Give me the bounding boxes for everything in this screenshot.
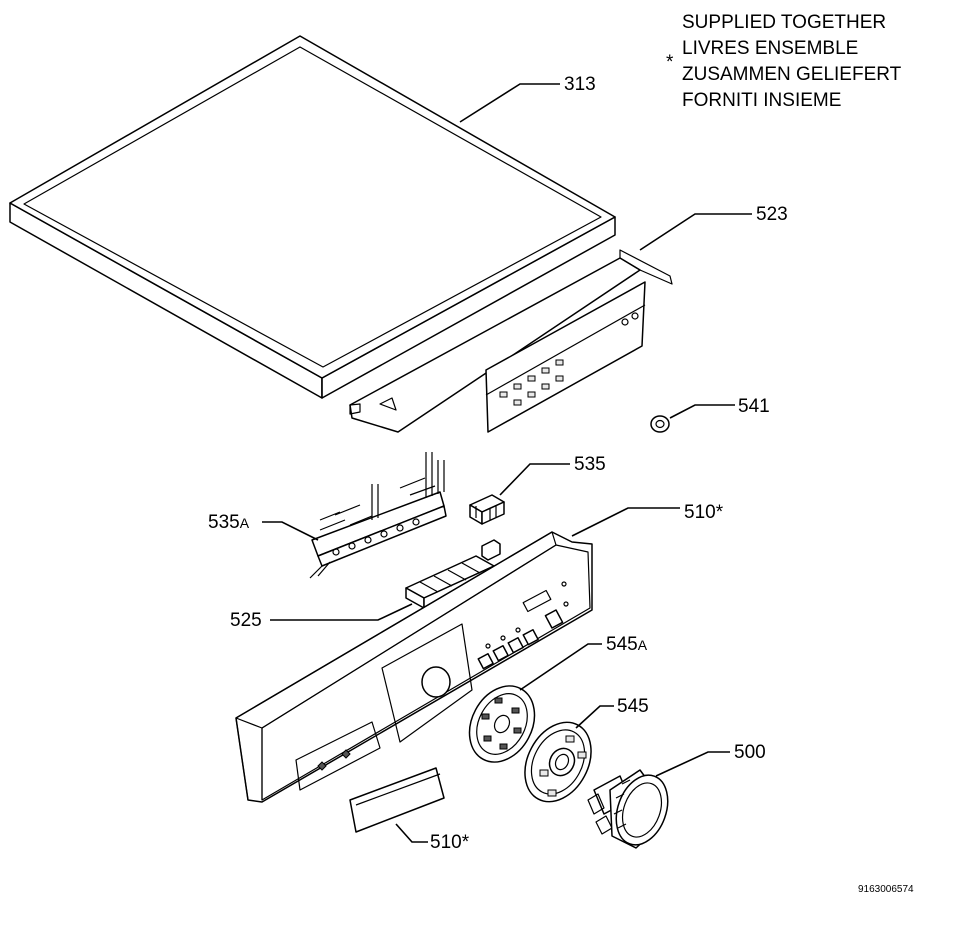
label-535a-suffix: A bbox=[240, 515, 250, 531]
leader-525 bbox=[270, 603, 413, 621]
label-535a: 535A bbox=[208, 512, 250, 533]
light-pipe-part bbox=[309, 452, 447, 579]
connector-part bbox=[469, 494, 505, 525]
light-pipe-fingers bbox=[319, 477, 436, 531]
label-545a-number: 545 bbox=[606, 634, 638, 655]
label-313: 313 bbox=[564, 74, 596, 95]
leader-535 bbox=[499, 463, 570, 496]
knob-part bbox=[587, 769, 669, 849]
label-541: 541 bbox=[738, 396, 770, 417]
legend-line-2: LIVRES ENSEMBLE bbox=[682, 38, 858, 59]
leader-541 bbox=[669, 404, 735, 419]
legend-line-3: ZUSAMMEN GELIEFERT bbox=[682, 64, 902, 85]
label-523: 523 bbox=[756, 204, 788, 225]
legend-line-1: SUPPLIED TOGETHER bbox=[682, 12, 886, 33]
label-545a-suffix: A bbox=[638, 637, 648, 653]
legend-line-4: FORNITI INSIEME bbox=[682, 90, 841, 111]
label-525: 525 bbox=[230, 610, 262, 631]
drawing-number: 9163006574 bbox=[858, 884, 914, 895]
washer-part bbox=[650, 415, 670, 433]
label-535: 535 bbox=[574, 454, 606, 475]
label-545: 545 bbox=[617, 696, 649, 717]
supplied-together-note: * SUPPLIED TOGETHER LIVRES ENSEMBLE ZUSA… bbox=[666, 12, 902, 111]
label-535a-number: 535 bbox=[208, 512, 240, 533]
dial-disc-a-part bbox=[468, 685, 536, 763]
leader-500 bbox=[655, 751, 730, 777]
label-strip-part bbox=[349, 767, 445, 833]
legend-asterisk: * bbox=[666, 52, 674, 73]
rail-bracket-part bbox=[349, 249, 673, 433]
leader-523 bbox=[639, 213, 752, 251]
top-cover-part bbox=[9, 35, 616, 399]
leader-545 bbox=[575, 705, 614, 729]
dial-disc-part bbox=[524, 721, 592, 803]
label-510-top: 510* bbox=[684, 502, 724, 523]
label-500: 500 bbox=[734, 742, 766, 763]
leader-510-top bbox=[571, 507, 680, 537]
leader-535a bbox=[262, 521, 319, 541]
control-panel-fascia-part bbox=[235, 531, 593, 803]
label-510-bottom: 510* bbox=[430, 832, 470, 853]
leader-545a bbox=[519, 643, 602, 691]
leader-510-bottom bbox=[395, 823, 428, 843]
label-545a: 545A bbox=[606, 634, 648, 655]
leader-313 bbox=[459, 83, 560, 123]
